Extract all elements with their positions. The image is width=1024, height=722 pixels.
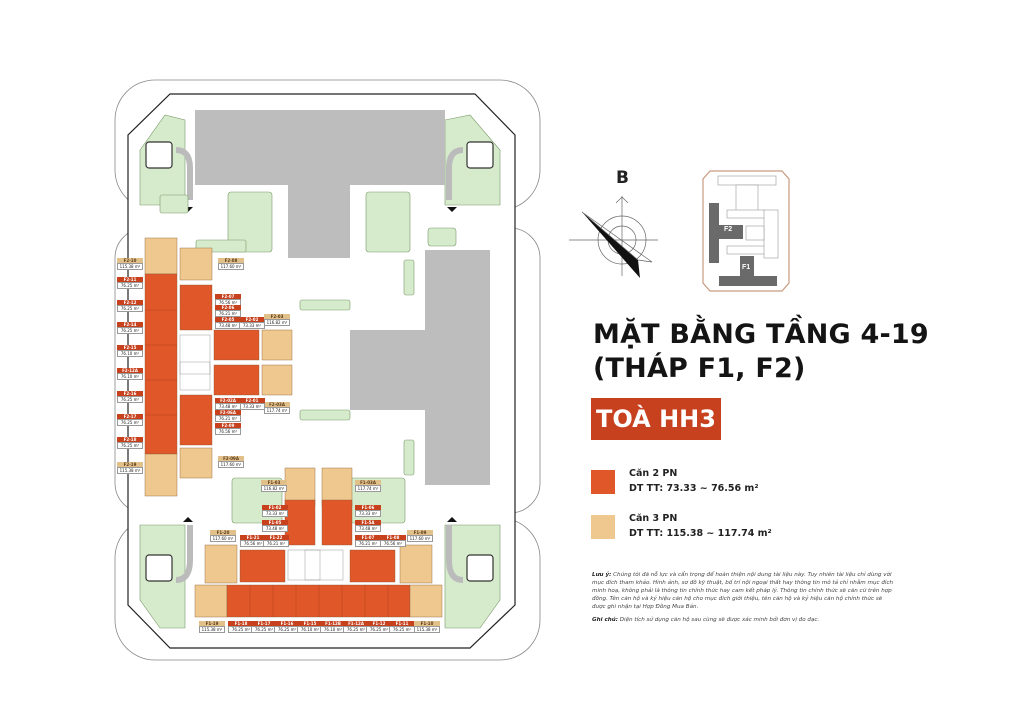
title-line-2: (THÁP F1, F2) <box>593 353 806 384</box>
note-text: Diện tích sử dụng căn hộ sau cùng sẽ đượ… <box>619 617 820 623</box>
floor-plan <box>114 79 541 661</box>
legend-label: Căn 2 PN <box>629 468 678 479</box>
compass: B <box>568 168 660 278</box>
note-label: Ghi chú: <box>592 617 618 623</box>
disclaimer-text: Chúng tôi đã nỗ lực và cẩn trọng để hoàn… <box>592 572 894 610</box>
key-plan: F2 F1 <box>702 170 790 292</box>
legend-item-2br: Căn 2 PN DT TT: 73.33 ~ 76.56 m² <box>591 466 758 496</box>
legend-area: DT TT: 115.38 ~ 117.74 m² <box>629 528 772 539</box>
page-title: MẶT BẰNG TẦNG 4-19 (THÁP F1, F2) <box>593 318 929 386</box>
keyplan-f2-label: F2 <box>724 226 733 233</box>
legend-area: DT TT: 73.33 ~ 76.56 m² <box>629 483 759 494</box>
legend-swatch-3br <box>591 515 615 539</box>
keyplan-f1-label: F1 <box>742 264 751 271</box>
disclaimer-label: Lưu ý: <box>592 572 612 578</box>
legend-item-3br: Căn 3 PN DT TT: 115.38 ~ 117.74 m² <box>591 511 772 541</box>
disclaimer-notes: Lưu ý: Chúng tôi đã nỗ lực và cẩn trọng … <box>592 571 897 624</box>
compass-rose-icon <box>569 196 658 278</box>
building-badge: TOÀ HH3 <box>591 398 721 440</box>
north-label: B <box>616 168 629 188</box>
legend-label: Căn 3 PN <box>629 513 678 524</box>
legend-swatch-2br <box>591 470 615 494</box>
title-line-1: MẶT BẰNG TẦNG 4-19 <box>593 319 929 350</box>
